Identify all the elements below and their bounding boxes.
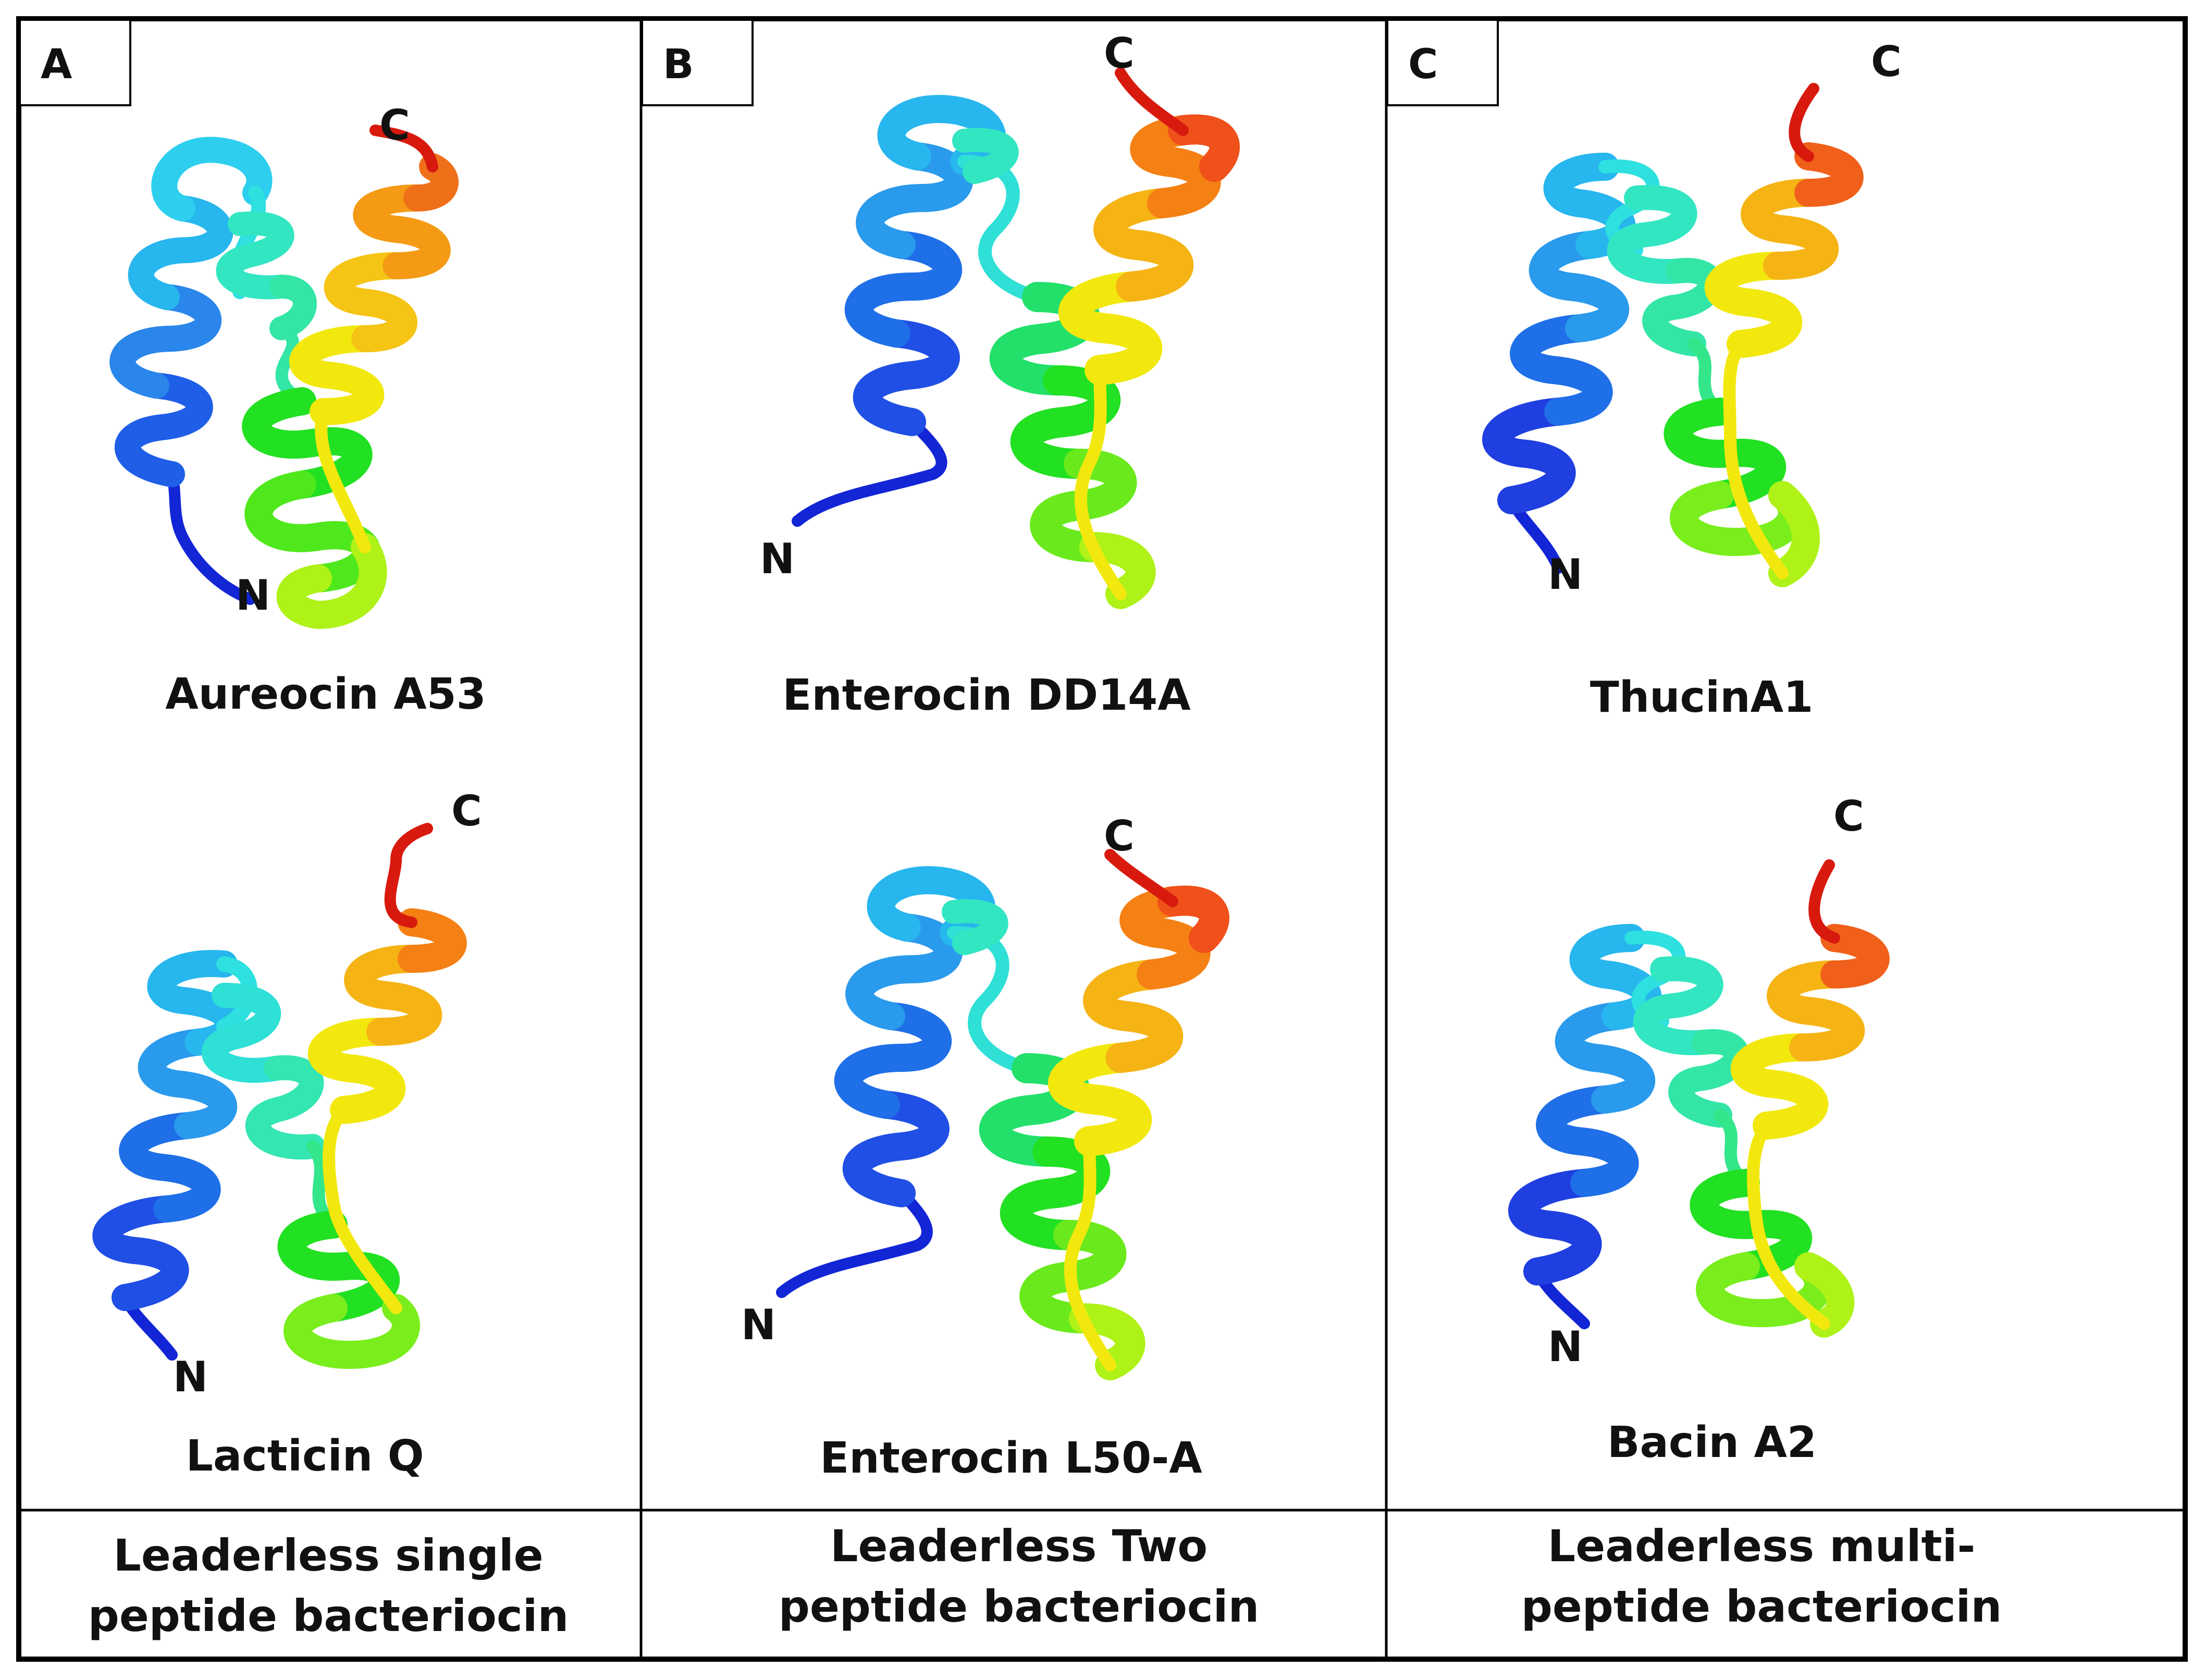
helix-yellow-orange — [1048, 885, 1229, 1156]
panel-letter-box-b — [641, 19, 754, 106]
helix-yellow-orange — [1730, 924, 1890, 1140]
n-terminal-coil — [166, 468, 256, 605]
c-label-aureocin: C — [379, 101, 410, 150]
category-a-line2: peptide bacteriocin — [88, 1590, 569, 1641]
panel-letter-c: C — [1408, 41, 1438, 88]
structure-name-enterocin-dd14a: Enterocin DD14A — [782, 671, 1191, 720]
helix-yellow-orange — [1704, 142, 1864, 358]
helix-teal — [201, 983, 325, 1160]
n-label-aureocin: N — [236, 571, 270, 620]
helix-blue — [109, 137, 273, 487]
helix-yellow-orange — [307, 908, 467, 1124]
helix-yellow-orange — [1058, 114, 1240, 385]
helix-blue — [1508, 924, 1662, 1286]
loop-yellow — [1064, 1135, 1116, 1372]
panel-letter-box-c — [1386, 19, 1499, 106]
c-label-bacin: C — [1833, 792, 1864, 841]
category-a-line1: Leaderless single — [113, 1530, 543, 1581]
loop-yellow — [1074, 364, 1127, 600]
loop-yellow — [323, 1104, 402, 1314]
helix-green — [242, 387, 387, 629]
panel-letter-b: B — [663, 41, 694, 88]
structure-enterocin-l50a — [776, 849, 1229, 1380]
n-label-dd14a: N — [760, 535, 795, 583]
helix-blue — [92, 950, 243, 1311]
n-terminal-coil — [792, 416, 947, 527]
structure-lacticin-q — [92, 823, 467, 1369]
n-label-l50a: N — [741, 1301, 776, 1349]
panel-letter-a: A — [41, 41, 72, 88]
loop-green — [275, 322, 309, 407]
structure-name-lacticin-q: Lacticin Q — [186, 1431, 424, 1481]
helix-yellow-orange — [289, 153, 459, 425]
helix-teal — [216, 211, 317, 340]
structure-name-bacin-a2: Bacin A2 — [1607, 1418, 1817, 1467]
n-terminal-coil — [776, 1188, 933, 1298]
category-b-line1: Leaderless Two — [830, 1521, 1208, 1572]
outer-frame — [16, 16, 2188, 1662]
structure-bacin-a2 — [1508, 859, 1890, 1338]
c-terminal-coil — [1789, 83, 1819, 162]
helix-blue — [1482, 153, 1636, 514]
c-terminal-coil — [1808, 859, 1840, 944]
helix-teal — [952, 128, 1019, 184]
c-terminal-coil — [1115, 67, 1189, 136]
n-label-bacin: N — [1548, 1323, 1583, 1371]
n-label-lacticin: N — [173, 1353, 208, 1401]
loop-yellow — [1747, 1119, 1830, 1330]
helix-blue — [834, 866, 996, 1207]
category-b-line2: peptide bacteriocin — [779, 1581, 1260, 1632]
helix-teal — [1633, 956, 1750, 1128]
helix-teal — [1607, 185, 1723, 356]
structure-thucin-a1 — [1482, 83, 1864, 587]
loop-yellow — [315, 405, 371, 553]
structure-name-enterocin-l50a: Enterocin L50-A — [820, 1434, 1202, 1483]
helix-green — [1690, 1169, 1855, 1338]
category-c-line2: peptide bacteriocin — [1521, 1581, 2002, 1632]
c-label-lacticin: C — [451, 787, 482, 835]
c-label-l50a: C — [1104, 812, 1135, 860]
c-label-thucin: C — [1871, 38, 1902, 86]
panel-letter-box-a — [19, 19, 131, 106]
n-label-thucin: N — [1548, 550, 1583, 599]
c-terminal-coil — [369, 125, 438, 172]
c-terminal-coil — [384, 823, 433, 928]
helix-teal — [942, 899, 1008, 955]
category-c-line1: Leaderless multi- — [1548, 1521, 1976, 1572]
structure-aureocin-a53 — [109, 125, 459, 629]
c-label-dd14a: C — [1104, 29, 1135, 78]
structure-enterocin-dd14a — [792, 67, 1240, 609]
loop-yellow — [1723, 338, 1789, 579]
structure-name-thucin-a1: ThucinA1 — [1590, 673, 1813, 722]
structure-name-aureocin-a53: Aureocin A53 — [165, 670, 486, 719]
c-terminal-coil — [1104, 849, 1178, 907]
